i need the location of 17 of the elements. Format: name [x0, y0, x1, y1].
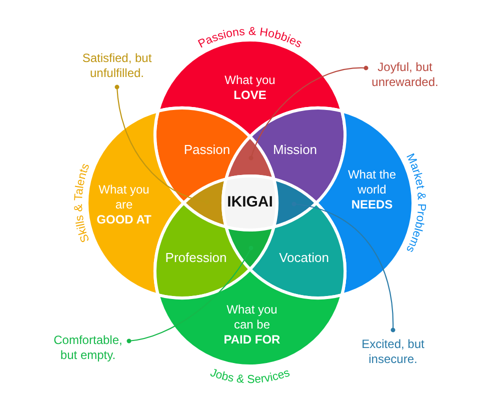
region-label: Mission	[272, 142, 318, 158]
curved-label: Jobs & Services	[208, 367, 292, 386]
circle-label: What you are GOOD AT	[96, 182, 152, 228]
circle-label: What you can be PAID FOR	[222, 302, 282, 348]
region-label: Passion	[184, 142, 230, 158]
callout-text: Comfortable, but empty.	[52, 333, 124, 363]
callout-text: Excited, but insecure.	[358, 337, 428, 367]
leader-line	[126, 246, 254, 344]
leader-line	[292, 202, 396, 332]
circle-label: What the world NEEDS	[347, 168, 397, 212]
leader-line	[248, 66, 368, 160]
callout-text: Satisfied, but unfulfilled.	[81, 51, 153, 81]
center-label: IKIGAI	[227, 194, 273, 212]
region-label: Vocation	[279, 250, 329, 266]
callout-text: Joyful, but unrewarded.	[370, 60, 440, 90]
circle-label: What you LOVE	[224, 73, 276, 103]
region-label: Profession	[165, 250, 227, 266]
